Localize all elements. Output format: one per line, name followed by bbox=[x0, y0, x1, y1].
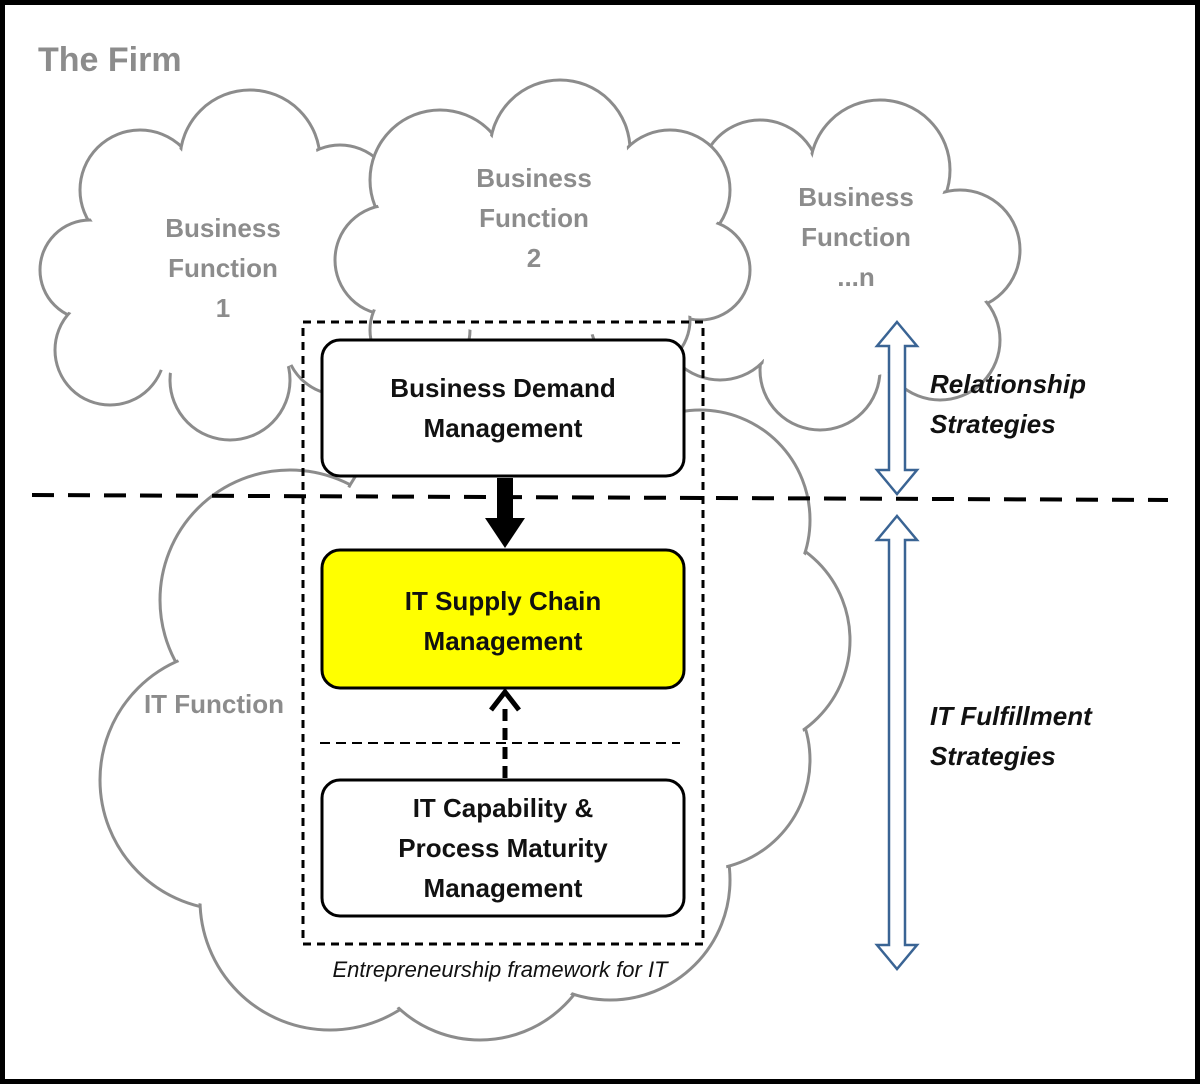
it-fulfillment-strategies-arrow bbox=[874, 514, 920, 971]
framework-caption: Entrepreneurship framework for IT bbox=[332, 957, 668, 982]
business-demand-box bbox=[320, 338, 686, 478]
firm-divider-line bbox=[31, 493, 1169, 502]
firm-title: The Firm bbox=[38, 41, 182, 79]
it-function-label: IT Function bbox=[143, 689, 285, 719]
it-fulfillment-strategies-label: IT Fulfillment Strategies bbox=[930, 701, 1092, 771]
it-capability-label: IT Capability & Process Maturity Managem… bbox=[398, 793, 608, 903]
framework-boundary bbox=[301, 320, 705, 946]
it-supply-chain-box bbox=[320, 548, 686, 690]
relationship-strategies-arrow bbox=[874, 320, 920, 496]
relationship-strategies-label: Relationship Strategies bbox=[930, 369, 1087, 439]
it-capability-box bbox=[320, 778, 686, 918]
business-function-n-label: Business Function ...n bbox=[798, 182, 914, 292]
capability-to-supply-arrow bbox=[489, 687, 521, 778]
demand-to-supply-arrow bbox=[485, 478, 525, 548]
business-demand-label: Business Demand Management bbox=[390, 373, 616, 443]
it-supply-chain-label: IT Supply Chain Management bbox=[404, 586, 602, 656]
business-function-2-label: Business Function 2 bbox=[476, 163, 592, 273]
business-function-1-label: Business Function 1 bbox=[165, 213, 281, 323]
